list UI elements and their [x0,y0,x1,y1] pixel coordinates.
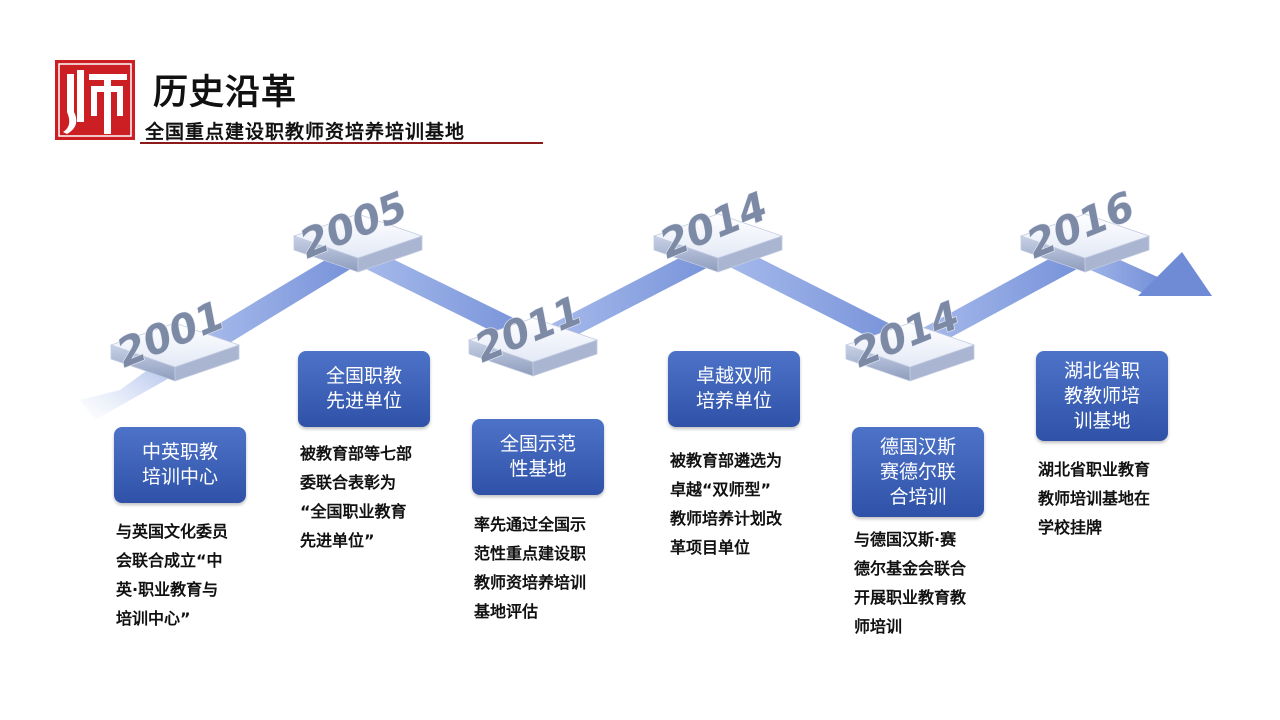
platform-face-top [467,317,599,363]
milestone-label-text: 全国职教 先进单位 [325,365,402,412]
milestone-label-2014b: 德国汉斯 赛德尔联 合培训 [852,427,984,517]
platform-face-top [652,213,784,259]
milestone-label-2011: 全国示范 性基地 [472,419,604,495]
milestone-description-2001: 与英国文化委员 会联合成立“中 英·职业教育与 培训中心” [116,522,229,628]
year-platform-5: 2016 [1019,183,1151,273]
page-title: 历史沿革 [153,73,298,113]
platform-face-top [292,213,424,259]
year-platform-0: 2001 [109,292,241,382]
milestone-label-2001: 中英职教 培训中心 [114,427,246,503]
milestone-label-text: 全国示范 性基地 [499,433,576,480]
milestone-label-2005: 全国职教 先进单位 [298,351,430,427]
year-platforms: 2001 2005 2011 2014 2014 2016 [109,183,1151,382]
page-subtitle: 全国重点建设职教师资培养培训基地 [145,121,466,143]
milestone-label-text: 德国汉斯 赛德尔联 合培训 [879,435,956,508]
year-platform-4: 2014 [844,292,976,382]
platform-face-top [1019,213,1151,259]
platform-face-top [109,322,241,368]
milestone-description-2011: 率先通过全国示 范性重点建设职 教师资培养培训 基地评估 [474,515,587,621]
header-underline [140,142,543,144]
timeline-path [80,238,1212,420]
timeline-arrowhead [1138,252,1212,296]
year-platform-1: 2005 [292,183,424,273]
year-platform-3: 2014 [652,183,784,273]
milestone-label-text: 中英职教 培训中心 [141,441,218,488]
milestone-description-2005: 被教育部等七部 委联合表彰为 “全国职业教育 先进单位” [300,444,413,550]
year-platform-2: 2011 [467,287,599,377]
platform-face-top [844,322,976,368]
milestone-label-text: 湖北省职 教教师培 训基地 [1063,359,1140,432]
milestone-description-2016: 湖北省职业教育 教师培训基地在 学校挂牌 [1038,460,1151,537]
shi-character-logo-icon [55,60,135,140]
milestone-label-text: 卓越双师 培养单位 [695,365,772,412]
milestone-description-2014a: 被教育部遴选为 卓越“双师型” 教师培养计划改 革项目单位 [670,451,783,557]
milestone-description-2014b: 与德国汉斯·赛 德尔基金会联合 开展职业教育教 师培训 [854,530,967,636]
milestone-label-2016: 湖北省职 教教师培 训基地 [1036,351,1168,441]
milestone-label-2014a: 卓越双师 培养单位 [668,351,800,427]
